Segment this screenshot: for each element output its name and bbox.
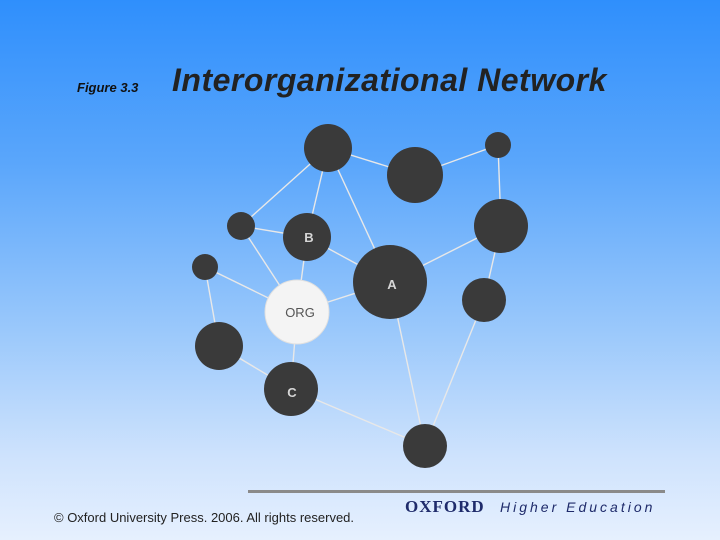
imprint-name: Higher Education — [500, 499, 656, 515]
node-label-org: ORG — [285, 305, 315, 320]
node-label-a: A — [387, 277, 397, 292]
figure-label: Figure 3.3 — [77, 80, 139, 95]
network-node — [195, 322, 243, 370]
network-node — [462, 278, 506, 322]
publisher-logo: OXFORD — [405, 497, 485, 516]
edge — [424, 299, 485, 447]
network-node-a — [353, 245, 427, 319]
network-node-b — [283, 213, 331, 261]
nodes — [192, 124, 528, 468]
network-node — [192, 254, 218, 280]
edges — [204, 144, 502, 447]
node-labels: B A ORG C — [285, 230, 397, 400]
network-node — [474, 199, 528, 253]
network-node — [485, 132, 511, 158]
network-node-c — [264, 362, 318, 416]
network-node — [227, 212, 255, 240]
network-node — [403, 424, 447, 468]
network-node — [387, 147, 443, 203]
slide-header: Figure 3.3 Interorganizational Network — [0, 0, 720, 110]
node-label-c: C — [287, 385, 297, 400]
node-label-b: B — [304, 230, 313, 245]
slide-title: Interorganizational Network — [172, 62, 607, 98]
footer-rule — [248, 490, 665, 493]
network-node-org — [264, 279, 330, 345]
network-node — [304, 124, 352, 172]
copyright-notice: © Oxford University Press. 2006. All rig… — [54, 510, 355, 525]
